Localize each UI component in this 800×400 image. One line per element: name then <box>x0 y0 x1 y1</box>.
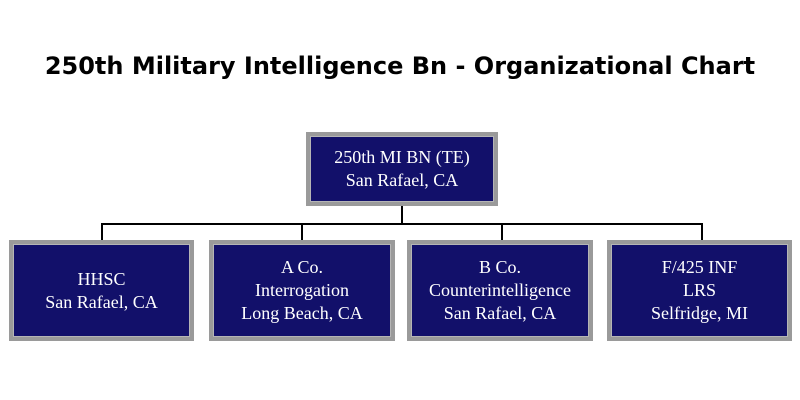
org-node-location: San Rafael, CA <box>45 291 158 312</box>
org-node-name: F/425 INF <box>661 257 738 277</box>
org-node-b-co: B Co. Counterintelligence San Rafael, CA <box>407 240 593 341</box>
org-node-f425-inf: F/425 INF LRS Selfridge, MI <box>607 240 792 341</box>
org-node-name: A Co. <box>280 257 323 277</box>
chart-title: 250th Military Intelligence Bn - Organiz… <box>44 52 756 80</box>
org-node-a-co: A Co. Interrogation Long Beach, CA <box>209 240 395 341</box>
connector-horizontal-bar <box>101 223 701 225</box>
org-node-location: San Rafael, CA <box>443 303 557 323</box>
connector-b-co <box>501 223 503 241</box>
org-node-location: Selfridge, MI <box>651 303 748 323</box>
org-node-location: San Rafael, CA <box>345 170 459 190</box>
org-node-function: Interrogation <box>255 280 349 300</box>
org-node-name: B Co. <box>478 257 521 277</box>
org-node-hhsc: HHSC San Rafael, CA <box>9 240 194 341</box>
org-node-name: 250th MI BN (TE) <box>334 147 470 167</box>
org-node-battalion: 250th MI BN (TE) San Rafael, CA <box>306 132 498 206</box>
org-node-function: LRS <box>682 280 716 300</box>
connector-a-co <box>301 223 303 241</box>
connector-root-stem <box>401 206 403 224</box>
org-node-function: Counterintelligence <box>429 280 571 300</box>
connector-hhsc <box>101 223 103 241</box>
connector-f425 <box>701 223 703 241</box>
org-node-name: HHSC <box>77 268 126 289</box>
org-node-location: Long Beach, CA <box>241 303 363 323</box>
